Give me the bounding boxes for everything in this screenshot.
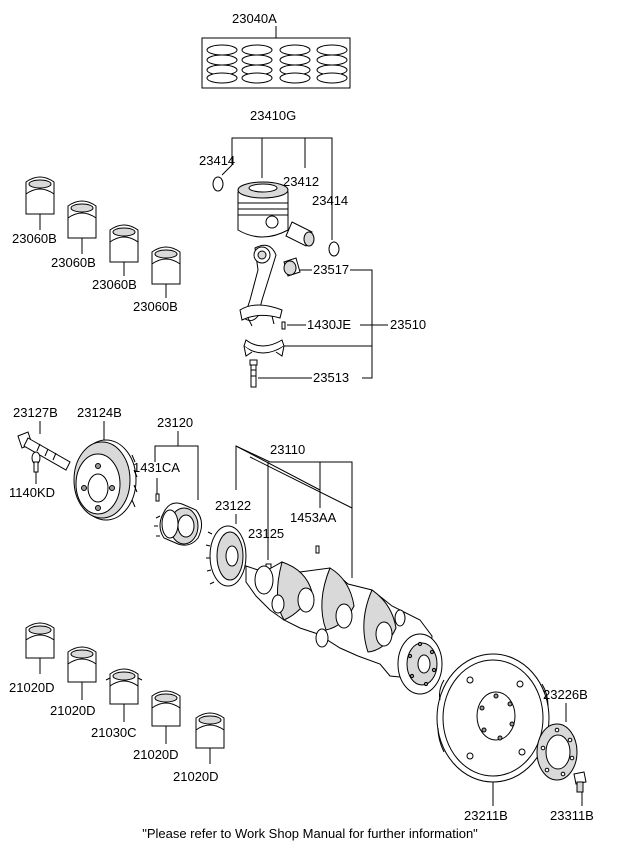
label-flywheel-bolt: 23311B [550, 808, 594, 823]
piston-pin [285, 221, 315, 247]
label-bearing-a4: 23060B [133, 299, 178, 314]
snap-ring-right [328, 241, 340, 257]
crank-timing-gear [205, 525, 247, 587]
main-bearing-shell-a4 [151, 246, 181, 265]
label-damper-pulley: 23124B [77, 405, 122, 420]
piston-ring-3 [279, 44, 311, 84]
label-pulley-bolt: 23127B [13, 405, 58, 420]
label-ring-set: 23040A [232, 11, 277, 26]
conrod-bush [283, 257, 301, 277]
label-piston-pin: 23412 [283, 174, 319, 189]
label-pin-1453: 1453AA [290, 510, 337, 525]
key-1431 [155, 493, 160, 502]
label-sprocket: 23120 [157, 415, 193, 430]
label-bearing-b2: 21020D [50, 703, 96, 718]
crankshaft-body [245, 561, 433, 679]
piston-ring-4 [316, 44, 348, 84]
label-piston-assy: 23410G [250, 108, 296, 123]
conrod-nut [281, 321, 286, 330]
piston [237, 181, 289, 238]
label-plate-23226: 23226B [543, 687, 588, 702]
connecting-rod [239, 244, 283, 327]
main-bearing-shell-b1 [25, 622, 55, 641]
label-bearing-b1: 21020D [9, 680, 55, 695]
main-bearing-shell-a2 [67, 200, 97, 219]
main-bearing-shell-a3 [109, 224, 139, 243]
label-crankshaft: 23110 [270, 442, 305, 457]
label-conrod-assy: 23510 [390, 317, 426, 332]
label-snap-ring-left: 23414 [199, 153, 235, 168]
flywheel-plate [436, 653, 550, 783]
pin-1453 [315, 545, 320, 554]
piston-ring-1 [206, 44, 238, 84]
label-snap-ring-right: 23414 [312, 193, 348, 208]
label-key-23125: 23125 [248, 526, 284, 541]
main-bearing-shell-b4 [195, 712, 225, 731]
flywheel-bolt [573, 771, 587, 793]
label-flywheel: 23211B [464, 808, 508, 823]
main-bearing-shell-b3 [151, 690, 181, 709]
conrod-bolt [249, 359, 258, 388]
snap-ring-left [212, 176, 224, 192]
piston-ring-set-box [201, 37, 351, 89]
damper-pulley [73, 439, 138, 521]
label-bearing-b3: 21020D [133, 747, 179, 762]
label-conrod-bush: 23517 [313, 262, 349, 277]
label-washer-1140: 1140KD [9, 485, 55, 500]
label-crank-gear: 23122 [215, 498, 251, 513]
label-bearing-a2: 23060B [51, 255, 96, 270]
main-bearing-shell-b2 [67, 646, 97, 665]
pulley-bolt [17, 431, 71, 471]
crank-sprocket [154, 502, 202, 546]
crankshaft-flange [397, 633, 443, 695]
label-conrod-bolt: 23513 [313, 370, 349, 385]
label-bearing-a3: 23060B [92, 277, 137, 292]
label-key-1431: 1431CA [133, 460, 180, 475]
label-bearing-a1: 23060B [12, 231, 57, 246]
conrod-bearing-cap [243, 339, 285, 357]
label-conrod-nut: 1430JE [307, 317, 351, 332]
reinforcement-plate [536, 723, 578, 781]
washer-1140 [31, 451, 41, 473]
main-bearing-shell-a1 [25, 176, 55, 195]
footer-note: "Please refer to Work Shop Manual for fu… [142, 826, 478, 841]
piston-ring-2 [241, 44, 273, 84]
thrust-bearing-shell [105, 668, 143, 687]
label-bearing-b4: 21020D [173, 769, 219, 784]
label-thrust-bearing: 21030C [91, 725, 137, 740]
